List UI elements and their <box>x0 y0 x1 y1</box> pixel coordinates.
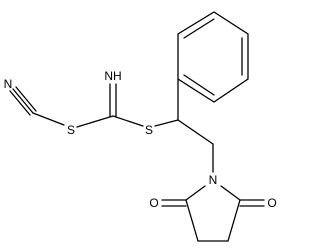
bond-c-left-ch2 <box>185 199 199 242</box>
bond-n-c-right <box>220 185 241 201</box>
bond-n-c-left <box>185 185 206 201</box>
bond-carbonimidoyl-s <box>112 115 144 127</box>
atom-labels: N S NH S N O O <box>4 69 277 210</box>
atom-s-thiocyanate: S <box>67 123 75 137</box>
bond-cyano-triple-b <box>12 88 34 114</box>
phenyl-ring <box>177 11 249 103</box>
atom-o-left: O <box>149 196 158 210</box>
phenyl-inner-bond-3 <box>183 74 215 96</box>
phenyl-inner-bond-1 <box>183 18 215 39</box>
bond-cyano-triple-c <box>15 86 37 112</box>
atom-s-thioether: S <box>145 123 153 137</box>
bond-s-ch <box>154 119 179 127</box>
atom-n-cyano: N <box>4 77 13 91</box>
atom-n-imide: N <box>209 173 218 187</box>
bond-c-s-thiocyanate <box>32 112 65 126</box>
chemical-structure-diagram: N S NH S N O O <box>4 11 277 242</box>
bonds <box>9 11 265 242</box>
bond-ch-ch2 <box>177 119 214 145</box>
bond-s-carbonimidoyl <box>76 115 114 128</box>
atom-o-right: O <box>267 196 276 210</box>
bond-cyano-triple-a <box>9 90 31 116</box>
atom-nh-imine: NH <box>104 69 121 83</box>
bond-ch2-c-right <box>227 199 241 242</box>
